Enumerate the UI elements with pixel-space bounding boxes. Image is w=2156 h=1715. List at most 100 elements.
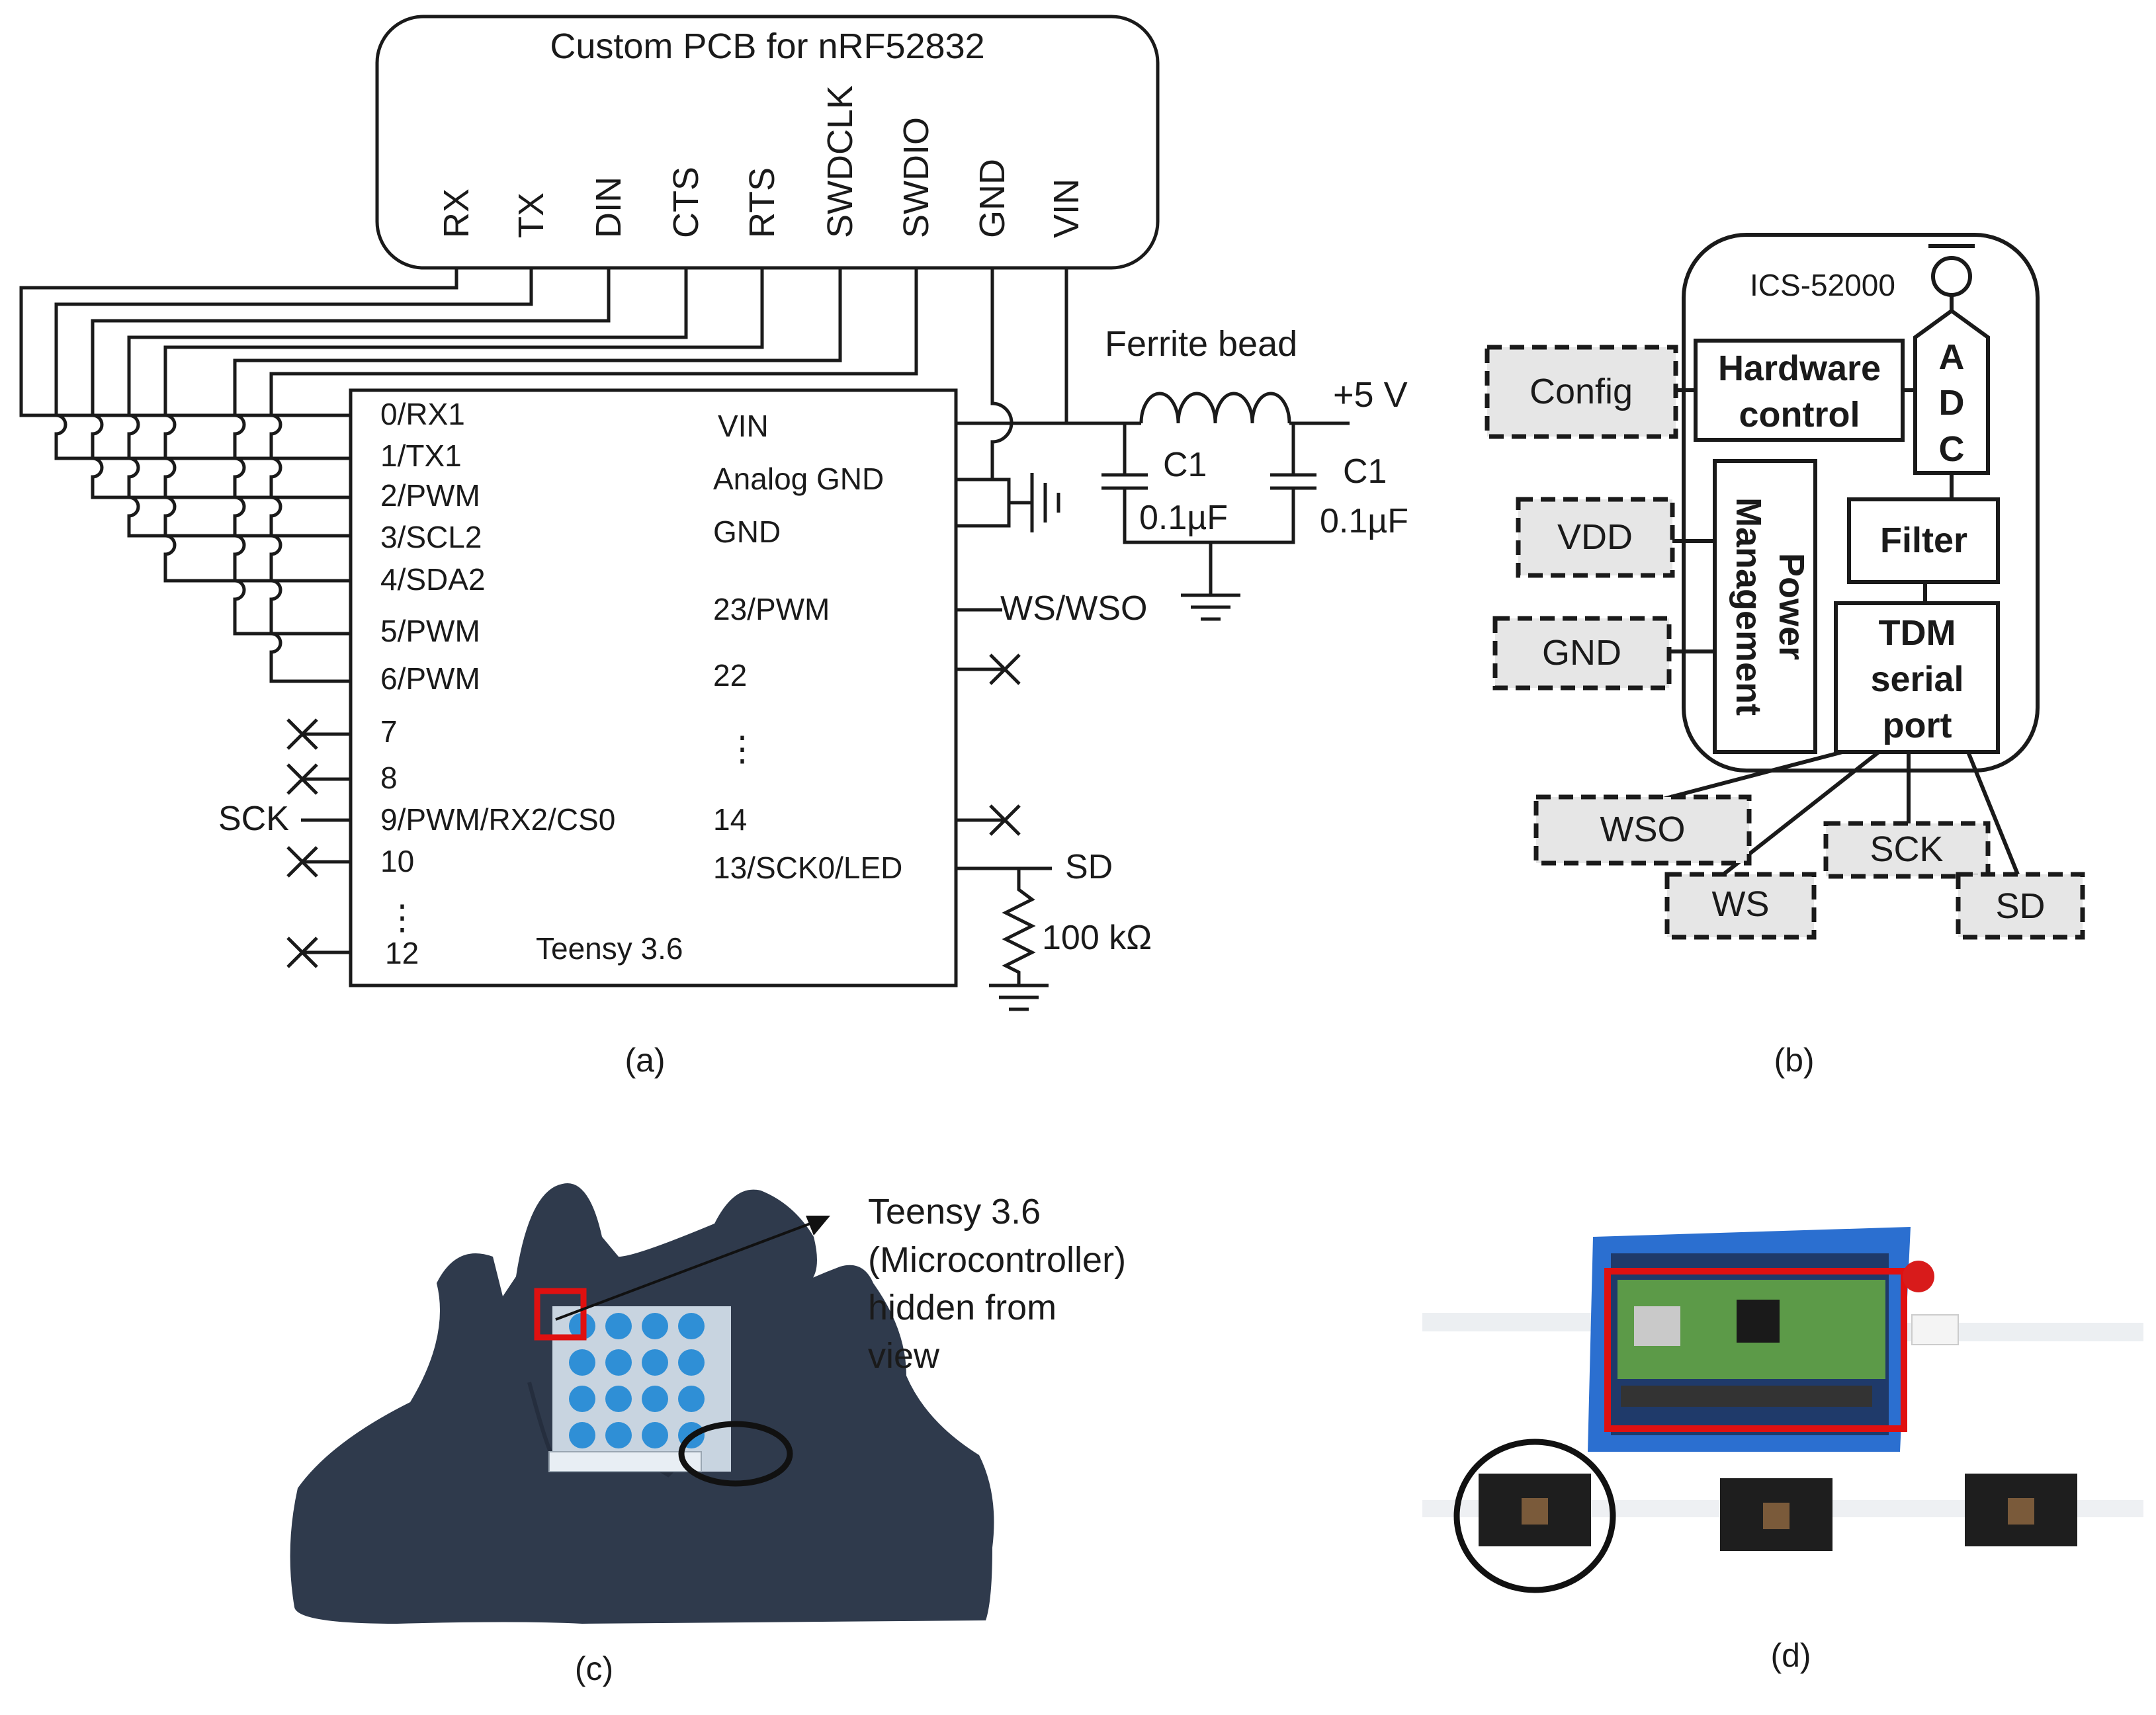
mic-board-chip xyxy=(2008,1498,2034,1525)
teensy-name: Teensy 3.6 xyxy=(536,931,683,966)
wso-pin-box xyxy=(1533,794,1752,866)
power-management-block xyxy=(1713,459,1817,754)
vdd-pin: VDD xyxy=(1557,517,1633,557)
teensy-right-pin: GND xyxy=(713,515,781,549)
sensor-highlight-ellipse xyxy=(678,1421,793,1487)
annotation-line: hidden from xyxy=(868,1288,1056,1327)
annotation-line: view xyxy=(868,1336,940,1376)
cable-left xyxy=(1422,1313,1608,1331)
chip-outline xyxy=(1682,233,2040,773)
teensy-left-pin: 2/PWM xyxy=(380,478,480,513)
arrowhead-icon xyxy=(806,1216,830,1235)
resistor-label: 100 kΩ xyxy=(1042,919,1152,957)
panel-d-hardware-photo xyxy=(1422,1227,2143,1593)
cap-right-plates xyxy=(1270,473,1316,490)
caption-a: (a) xyxy=(625,1042,665,1079)
mic-board-chip xyxy=(1763,1503,1789,1529)
sensor-mic xyxy=(642,1349,668,1376)
sck-pin: SCK xyxy=(1870,829,1943,869)
pcb-pin-vin: VIN xyxy=(1047,179,1086,238)
adc-letter: A xyxy=(1939,337,1965,377)
sck-pin-box xyxy=(1823,821,1991,879)
tdm-block xyxy=(1834,601,2000,754)
ferrite-bead-label: Ferrite bead xyxy=(1105,324,1297,364)
microphone-icon xyxy=(1931,256,1972,297)
filter-block xyxy=(1847,497,2000,584)
caption-b: (b) xyxy=(1774,1042,1814,1079)
wso-pin: WSO xyxy=(1600,810,1686,849)
wire-swdclk xyxy=(233,268,842,636)
teensy-right-pin: VIN xyxy=(718,409,769,443)
teensy-left-dots: ⋮ xyxy=(385,899,419,937)
tdm-line2: serial xyxy=(1870,659,1963,699)
pcb-pin-rx: RX xyxy=(437,188,476,238)
wire-sd xyxy=(956,866,1052,985)
microcontroller-highlight-box xyxy=(1604,1268,1907,1432)
caption-c: (c) xyxy=(575,1650,613,1687)
wire-analog-gnd xyxy=(956,478,1011,528)
sensor-mic xyxy=(605,1422,632,1448)
sd-pin-box xyxy=(1956,872,2085,940)
wire-rx xyxy=(19,268,458,417)
sensor-mic xyxy=(642,1422,668,1448)
pcb-pin-swdio: SWDIO xyxy=(896,117,936,238)
panel-c-labels: Teensy 3.6 (Microcontroller) hidden from… xyxy=(575,1192,1126,1687)
wire-swdio xyxy=(269,268,918,683)
vdd-pin-box xyxy=(1516,497,1675,578)
teensy-left-pin: 8 xyxy=(380,761,398,795)
adc-letter: C xyxy=(1939,429,1965,469)
header-strip xyxy=(1621,1386,1872,1407)
cap-right-value: 0.1µF xyxy=(1320,502,1408,540)
config-pin-box xyxy=(1485,345,1678,439)
annotation-line: Teensy 3.6 xyxy=(868,1192,1041,1232)
teensy-left-pin: 10 xyxy=(380,844,414,878)
wire-vin xyxy=(956,268,1068,425)
management-label: Management xyxy=(1729,497,1768,716)
panel-c-vest-photo xyxy=(290,1183,994,1624)
ws-pin: WS xyxy=(1712,884,1770,924)
teensy-left-pin: 5/PWM xyxy=(380,614,480,648)
cap-right-name: C1 xyxy=(1343,452,1387,491)
teensy-box xyxy=(349,388,958,987)
teensy-left-pin: 6/PWM xyxy=(380,661,480,696)
sensor-mic xyxy=(678,1349,705,1376)
pcb-pin-din: DIN xyxy=(589,177,628,238)
hardware-control-line1: Hardware xyxy=(1718,349,1881,388)
teensy-left-pin: 1/TX1 xyxy=(380,439,462,473)
nc-12 xyxy=(286,937,318,968)
panel-b-block-diagram xyxy=(1485,233,2085,940)
ribbon-cable xyxy=(548,1451,702,1472)
teensy-left-pin: 7 xyxy=(380,714,398,749)
sensor-mic xyxy=(642,1313,668,1339)
mic-board-highlight-ellipse xyxy=(1453,1439,1616,1593)
hardware-control-block xyxy=(1694,339,1905,442)
nc-8 xyxy=(286,763,318,795)
teensy-right-dots: ⋮ xyxy=(725,730,759,769)
cap-left-wire xyxy=(1101,423,1295,544)
panel-a-labels: Custom PCB for nRF52832 RX TX DIN CTS RT… xyxy=(218,26,1408,1079)
ws-pin-box xyxy=(1664,872,1817,940)
wire-din xyxy=(91,268,611,499)
adc-letter: D xyxy=(1939,383,1965,423)
sensor-grid xyxy=(569,1313,705,1448)
sensor-mic xyxy=(605,1313,632,1339)
teensy-chip xyxy=(1737,1300,1780,1343)
gnd-pin-box xyxy=(1492,616,1672,690)
sensor-mic xyxy=(605,1386,632,1412)
sensor-mic xyxy=(678,1386,705,1412)
sensor-mic xyxy=(569,1422,595,1448)
tdm-line1: TDM xyxy=(1879,613,1956,653)
teensy-right-pin: 14 xyxy=(713,802,747,837)
teensy-left-pin: 4/SDA2 xyxy=(380,562,486,597)
nc-22 xyxy=(989,653,1021,685)
panel-a-schematic xyxy=(19,15,1350,1011)
power-label: Power xyxy=(1772,553,1811,660)
pcb-title: Custom PCB for nRF52832 xyxy=(550,26,984,66)
cap-left-name: C1 xyxy=(1163,446,1207,484)
teensy-left-pin: 9/PWM/RX2/CS0 xyxy=(380,802,615,837)
wire-rts xyxy=(163,268,764,583)
annotation-arrow xyxy=(555,1219,820,1321)
pcb-pin-swdclk: SWDCLK xyxy=(820,85,860,238)
sd-pin: SD xyxy=(1995,886,2045,926)
